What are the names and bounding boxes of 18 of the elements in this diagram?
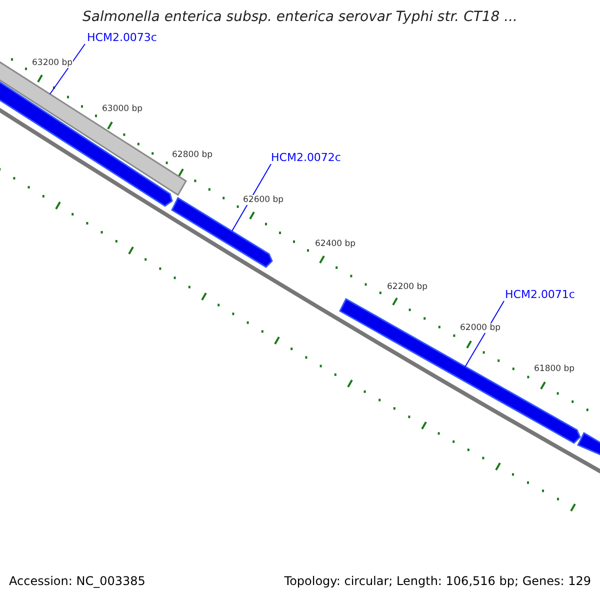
topology-label: Topology: circular; Length: 106,516 bp; Genes: 129: [284, 574, 591, 588]
gene-label: HCM2.0072c: [271, 151, 341, 164]
tick-label: 63000 bp: [102, 104, 143, 114]
gene-label: HCM2.0071c: [505, 288, 575, 301]
leader-line: [50, 44, 86, 94]
gene-arrow: [171, 196, 273, 268]
tick-label: 63200 bp: [32, 58, 73, 68]
gene-arrow: [339, 298, 581, 444]
accession-label: Accession: NC_003385: [9, 574, 146, 588]
tick-label: 62000 bp: [460, 323, 501, 333]
tick-label: 61800 bp: [534, 364, 575, 374]
tick-label: 62400 bp: [315, 239, 356, 249]
title: Salmonella enterica subsp. enterica serovar Typhi str. CT18 ...: [81, 9, 519, 25]
gene-label: HCM2.0073c: [87, 31, 157, 44]
tick-label: 62800 bp: [172, 150, 213, 160]
tick-label: 62600 bp: [243, 195, 284, 205]
tick-label: 62200 bp: [387, 282, 428, 292]
leader-line: [232, 164, 272, 232]
